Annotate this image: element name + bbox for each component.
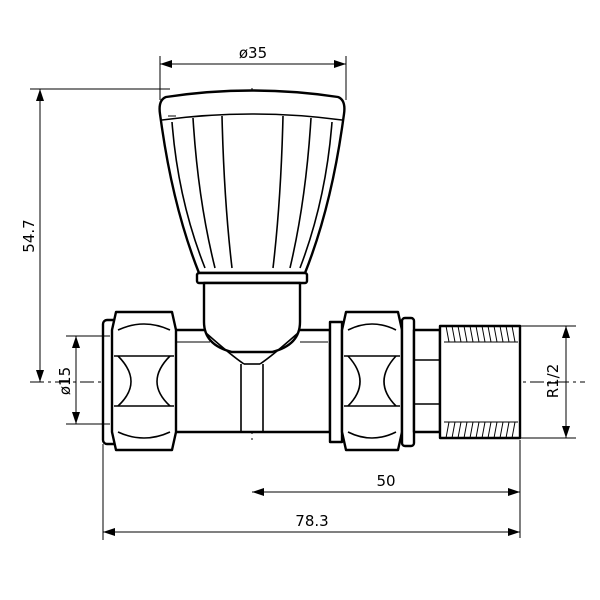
left-compression-nut	[101, 310, 178, 452]
thread-lines	[444, 325, 518, 439]
thread-line	[457, 325, 462, 343]
thread-line	[469, 325, 474, 343]
thread-line	[451, 421, 456, 439]
thread-line	[469, 421, 474, 439]
dimension-overall-length: 78.3	[102, 444, 520, 540]
height-label: 54.7	[20, 219, 38, 252]
thread-line	[487, 325, 492, 343]
valve-body	[172, 281, 332, 434]
tail-length-label: 50	[376, 472, 395, 490]
threaded-tail	[412, 324, 522, 440]
thread-line	[457, 421, 462, 439]
thread-line	[445, 325, 450, 343]
thread-line	[505, 421, 510, 439]
right-compression-nut	[328, 310, 416, 452]
thread-line	[475, 421, 480, 439]
thread-line	[511, 421, 516, 439]
thread-line	[481, 325, 486, 343]
thread-line	[511, 325, 516, 343]
thread-line	[481, 421, 486, 439]
overall-length-label: 78.3	[295, 512, 328, 530]
thread-line	[505, 325, 510, 343]
thread-line	[487, 421, 492, 439]
thread-line	[493, 325, 498, 343]
thread-line	[445, 421, 450, 439]
dimension-pipe-diameter: ø15	[56, 335, 110, 425]
thread-line	[463, 421, 468, 439]
dimension-thread: R1/2	[520, 325, 576, 439]
dimension-knob-diameter: ø35	[159, 44, 347, 100]
dimension-height: 54.7	[20, 88, 170, 382]
thread-line	[493, 421, 498, 439]
thread-line	[451, 325, 456, 343]
thread-label: R1/2	[544, 364, 562, 399]
pipe-diameter-label: ø15	[56, 367, 74, 395]
dimension-tail-length: 50	[252, 440, 521, 538]
thread-line	[475, 325, 480, 343]
handwheel-knob	[158, 89, 346, 285]
knob-diameter-label: ø35	[239, 44, 267, 62]
thread-line	[499, 421, 504, 439]
thread-line	[463, 325, 468, 343]
thread-line	[499, 325, 504, 343]
